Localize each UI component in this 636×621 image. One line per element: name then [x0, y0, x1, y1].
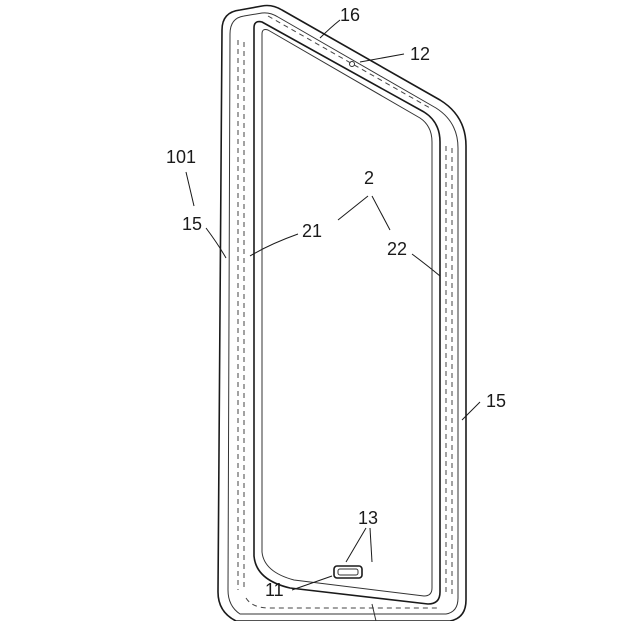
- hidden-lines: [237, 15, 453, 609]
- bottom-rail-dashed-line: [245, 597, 440, 609]
- bottom-port: [333, 565, 363, 579]
- label-101: 101: [166, 147, 196, 167]
- outer-frame-inner-edge: [227, 12, 459, 615]
- leader-101: [185, 171, 195, 207]
- leader-11: [291, 575, 333, 591]
- label-2: 2: [364, 168, 374, 188]
- leader-2-right: [371, 195, 391, 231]
- leader-13-left: [345, 527, 367, 563]
- leader-12: [359, 53, 405, 63]
- label-16: 16: [340, 5, 360, 25]
- label-13: 13: [358, 508, 378, 528]
- outer-frame-edge: [217, 4, 467, 621]
- leader-15-right: [461, 401, 481, 421]
- leader-13-right: [369, 527, 373, 563]
- top-hole: [349, 61, 355, 67]
- label-21: 21: [302, 221, 322, 241]
- reference-numerals: 16 12 101 2 15 21 22 15 13 11: [166, 5, 506, 600]
- outer-frame: [217, 4, 467, 621]
- label-15-right: 15: [486, 391, 506, 411]
- leader-16: [319, 19, 341, 39]
- label-12: 12: [410, 44, 430, 64]
- inner-opening-lip: [261, 29, 433, 597]
- leader-21: [249, 233, 299, 257]
- bottom-tab: [371, 603, 377, 621]
- leader-2-left: [337, 195, 369, 221]
- frame-features: [333, 61, 377, 621]
- label-15-left: 15: [182, 214, 202, 234]
- label-22: 22: [387, 239, 407, 259]
- leader-15-left: [205, 227, 227, 259]
- bottom-port-inner: [337, 568, 359, 576]
- label-11: 11: [265, 580, 284, 600]
- top-rail-dashed-line: [267, 15, 431, 109]
- inner-opening: [253, 20, 441, 605]
- leader-22: [411, 253, 441, 277]
- inner-opening-edge: [253, 20, 441, 605]
- leader-lines: [185, 19, 481, 591]
